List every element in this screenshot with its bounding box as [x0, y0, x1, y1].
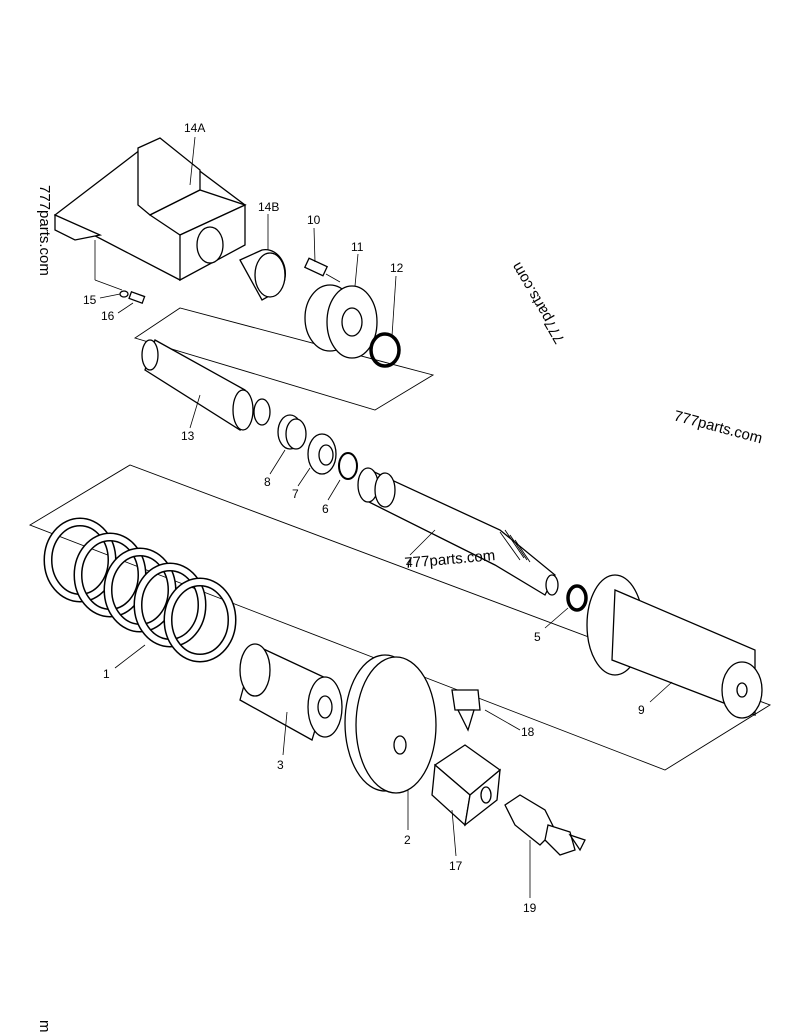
callout-4: 4 [406, 556, 413, 570]
callout-12: 12 [390, 261, 404, 275]
o-ring-5 [544, 584, 588, 629]
callout-19: 19 [523, 901, 537, 915]
bolt-18 [451, 689, 521, 732]
plate-2 [344, 654, 437, 830]
group-outline-lower [28, 464, 772, 771]
callout-15: 15 [83, 293, 97, 307]
callout-1: 1 [103, 667, 110, 681]
spring-1 [43, 517, 237, 669]
watermark-left: 777parts.com [36, 185, 53, 276]
watermark-right: 777parts.com [672, 407, 764, 447]
callout-10: 10 [307, 213, 321, 227]
callout-2: 2 [404, 833, 411, 847]
callout-6: 6 [322, 502, 329, 516]
callout-18: 18 [521, 725, 535, 739]
cylinder-9 [586, 574, 763, 719]
valve-19 [504, 794, 586, 898]
callout-14a: 14A [184, 121, 205, 135]
rod-4 [357, 467, 559, 596]
callout-7: 7 [292, 487, 299, 501]
pin-13 [141, 339, 271, 432]
spacer-3 [239, 643, 343, 756]
callout-3: 3 [277, 758, 284, 772]
snap-ring-6 [327, 452, 358, 501]
block-17 [431, 744, 502, 857]
callout-8: 8 [264, 475, 271, 489]
callout-17: 17 [449, 859, 463, 873]
callout-9: 9 [638, 703, 645, 717]
bushing-14b [239, 214, 286, 301]
watermark-upper-right: 777parts.com [508, 259, 568, 346]
watermark-bottom-left: m [36, 1020, 53, 1033]
bushing-8 [269, 414, 307, 475]
o-ring-12 [369, 275, 401, 368]
group-outline-upper [133, 307, 435, 411]
callout-labels: 14A 14B 10 11 12 15 16 13 8 7 6 4 5 1 3 … [83, 121, 645, 915]
bolt-10 [303, 227, 341, 283]
bearing-7 [297, 433, 337, 487]
callout-14b: 14B [258, 200, 279, 214]
callout-13: 13 [181, 429, 195, 443]
callout-5: 5 [534, 630, 541, 644]
bracket-14a [53, 136, 247, 282]
callout-16: 16 [101, 309, 115, 323]
flange-11 [304, 253, 378, 359]
watermark-center: 777parts.com [404, 547, 496, 572]
callout-11: 11 [351, 240, 364, 254]
washer-15-bolt-16 [94, 240, 146, 314]
